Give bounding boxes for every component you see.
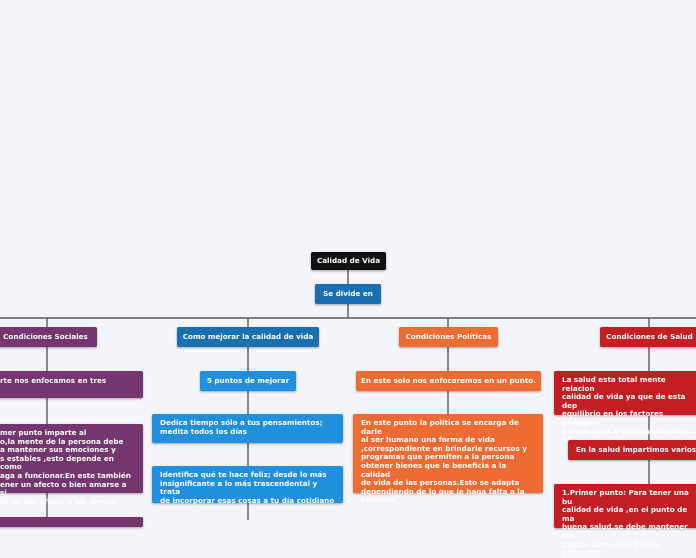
branch-como-mejorar[interactable]: Como mejorar la calidad de vida xyxy=(177,327,319,347)
politicas-topic-detalle[interactable]: En este punto la política se encarga de … xyxy=(353,414,543,504)
salud-topic-relacion[interactable]: La salud esta total mente relacion calid… xyxy=(554,371,696,444)
root-node[interactable]: Calidad de Vida xyxy=(311,252,386,270)
sociales-topic-2[interactable]: mer punto imparte al o,la mente de la pe… xyxy=(0,424,143,506)
branch-condiciones-sociales[interactable]: Condiciones Sociales xyxy=(0,327,97,347)
connector-node[interactable]: Se divide en xyxy=(315,284,381,304)
mejorar-topic-5-puntos[interactable]: 5 puntos de mejorar xyxy=(200,371,296,391)
salud-topic-varios-puntos[interactable]: En la salud impartimos varios p xyxy=(568,440,696,460)
sociales-topic-3-partial[interactable] xyxy=(0,517,143,527)
salud-topic-primer-punto[interactable]: 1.Primer punto: Para tener una bu calida… xyxy=(554,484,696,557)
sociales-topic-1[interactable]: rte nos enfocamos en tres xyxy=(0,371,143,398)
branch-condiciones-politicas[interactable]: Condiciones Políticas xyxy=(399,327,498,347)
mejorar-topic-meditar[interactable]: Dedica tiempo sólo a tus pensamientos; m… xyxy=(152,414,343,443)
mejorar-topic-feliz[interactable]: Identifica qué te hace feliz; desde lo m… xyxy=(152,466,343,505)
branch-condiciones-salud[interactable]: Condiciones de Salud xyxy=(600,327,696,347)
mind-map-canvas: Calidad de Vida Se divide en Condiciones… xyxy=(0,252,696,557)
politicas-topic-un-punto[interactable]: En este solo nos enfocaremos en un punto… xyxy=(356,371,541,391)
